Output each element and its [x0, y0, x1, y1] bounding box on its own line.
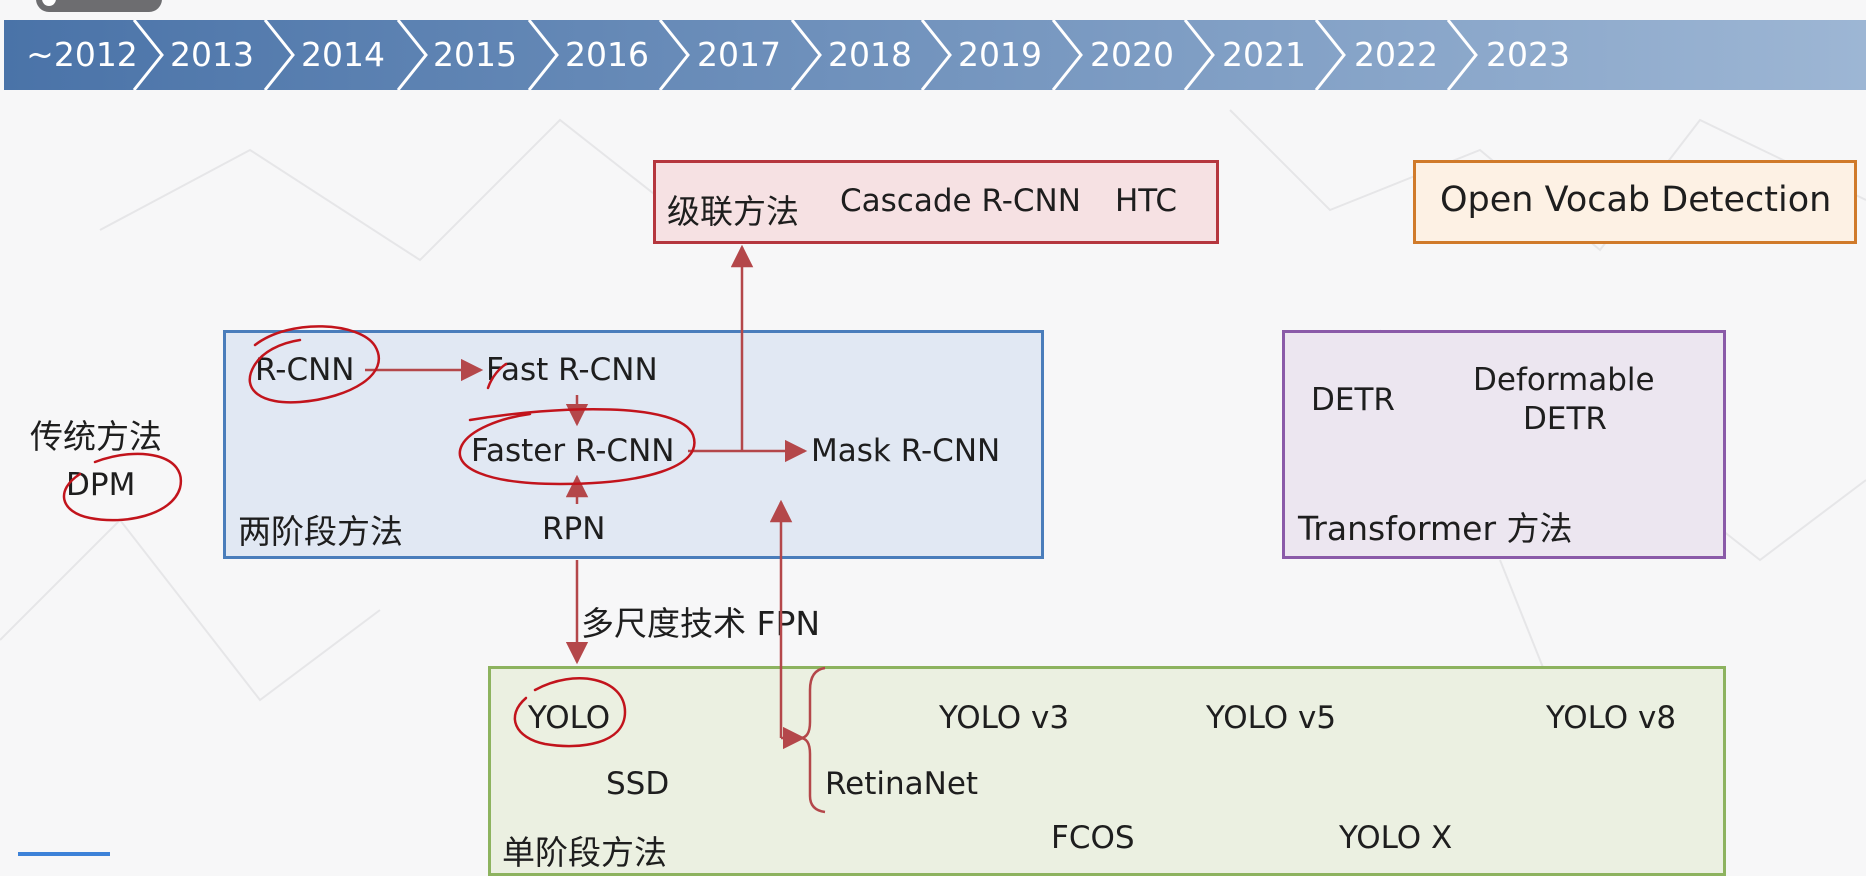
one-stage-box	[488, 666, 1726, 876]
yolo-v5-node: YOLO v5	[1206, 700, 1337, 736]
chevron-divider-9	[1183, 20, 1215, 90]
open-vocab-label: Open Vocab Detection	[1440, 180, 1832, 220]
faster-rcnn-node: Faster R-CNN	[471, 433, 675, 469]
fcos-node: FCOS	[1051, 820, 1135, 856]
timeline-year: 2020	[1090, 35, 1174, 74]
one-stage-label: 单阶段方法	[502, 833, 667, 872]
yolo-v3-node: YOLO v3	[939, 700, 1070, 736]
yolo-node: YOLO	[528, 700, 611, 736]
chevron-divider-5	[658, 20, 690, 90]
timeline-bar	[4, 20, 1866, 90]
traditional-methods-label: 传统方法	[30, 417, 162, 456]
rcnn-node: R-CNN	[255, 352, 355, 388]
timeline-year: 2022	[1354, 35, 1438, 74]
fpn-label: 多尺度技术 FPN	[581, 604, 821, 643]
deformable-detr-line2: DETR	[1523, 401, 1607, 437]
chevron-divider-10	[1314, 20, 1346, 90]
timeline-year: 2015	[433, 35, 517, 74]
timeline-year: 2019	[958, 35, 1042, 74]
chevron-divider-11	[1446, 20, 1478, 90]
chevron-divider-4	[527, 20, 559, 90]
timeline-year: 2014	[301, 35, 385, 74]
progress-indicator	[18, 852, 110, 856]
timeline-year: 2017	[697, 35, 781, 74]
transformer-box	[1282, 330, 1726, 559]
two-stage-label: 两阶段方法	[238, 512, 403, 551]
timeline-year: 2018	[828, 35, 912, 74]
retinanet-node: RetinaNet	[825, 766, 979, 802]
timeline-year: 2016	[565, 35, 649, 74]
timeline-year: 2013	[170, 35, 254, 74]
cascade-methods-label: 级联方法	[667, 192, 799, 231]
cascade-rcnn-node: Cascade R-CNN	[840, 183, 1081, 219]
open-vocab-box	[1413, 160, 1857, 244]
deformable-detr-line1: Deformable	[1473, 362, 1655, 398]
timeline-year: 2021	[1222, 35, 1306, 74]
window-control-pill[interactable]	[36, 0, 162, 12]
chevron-divider-2	[263, 20, 295, 90]
chevron-divider-6	[790, 20, 822, 90]
chevron-divider-3	[396, 20, 428, 90]
chevron-divider-1	[132, 20, 164, 90]
htc-node: HTC	[1115, 183, 1178, 219]
cascade-methods-box	[653, 160, 1219, 244]
rpn-node: RPN	[542, 511, 606, 547]
timeline-year: 2023	[1486, 35, 1570, 74]
timeline-band	[4, 20, 1866, 90]
detr-node: DETR	[1311, 382, 1395, 418]
yolo-x-node: YOLO X	[1339, 820, 1453, 856]
fast-rcnn-node: Fast R-CNN	[486, 352, 658, 388]
pill-knob-icon	[42, 0, 56, 6]
dpm-node: DPM	[66, 467, 136, 503]
mask-rcnn-node: Mask R-CNN	[811, 433, 1001, 469]
chevron-divider-7	[920, 20, 952, 90]
timeline-year: ~2012	[26, 35, 138, 74]
yolo-v8-node: YOLO v8	[1546, 700, 1677, 736]
chevron-divider-8	[1051, 20, 1083, 90]
ssd-node: SSD	[606, 766, 670, 802]
transformer-methods-label: Transformer 方法	[1298, 509, 1573, 548]
